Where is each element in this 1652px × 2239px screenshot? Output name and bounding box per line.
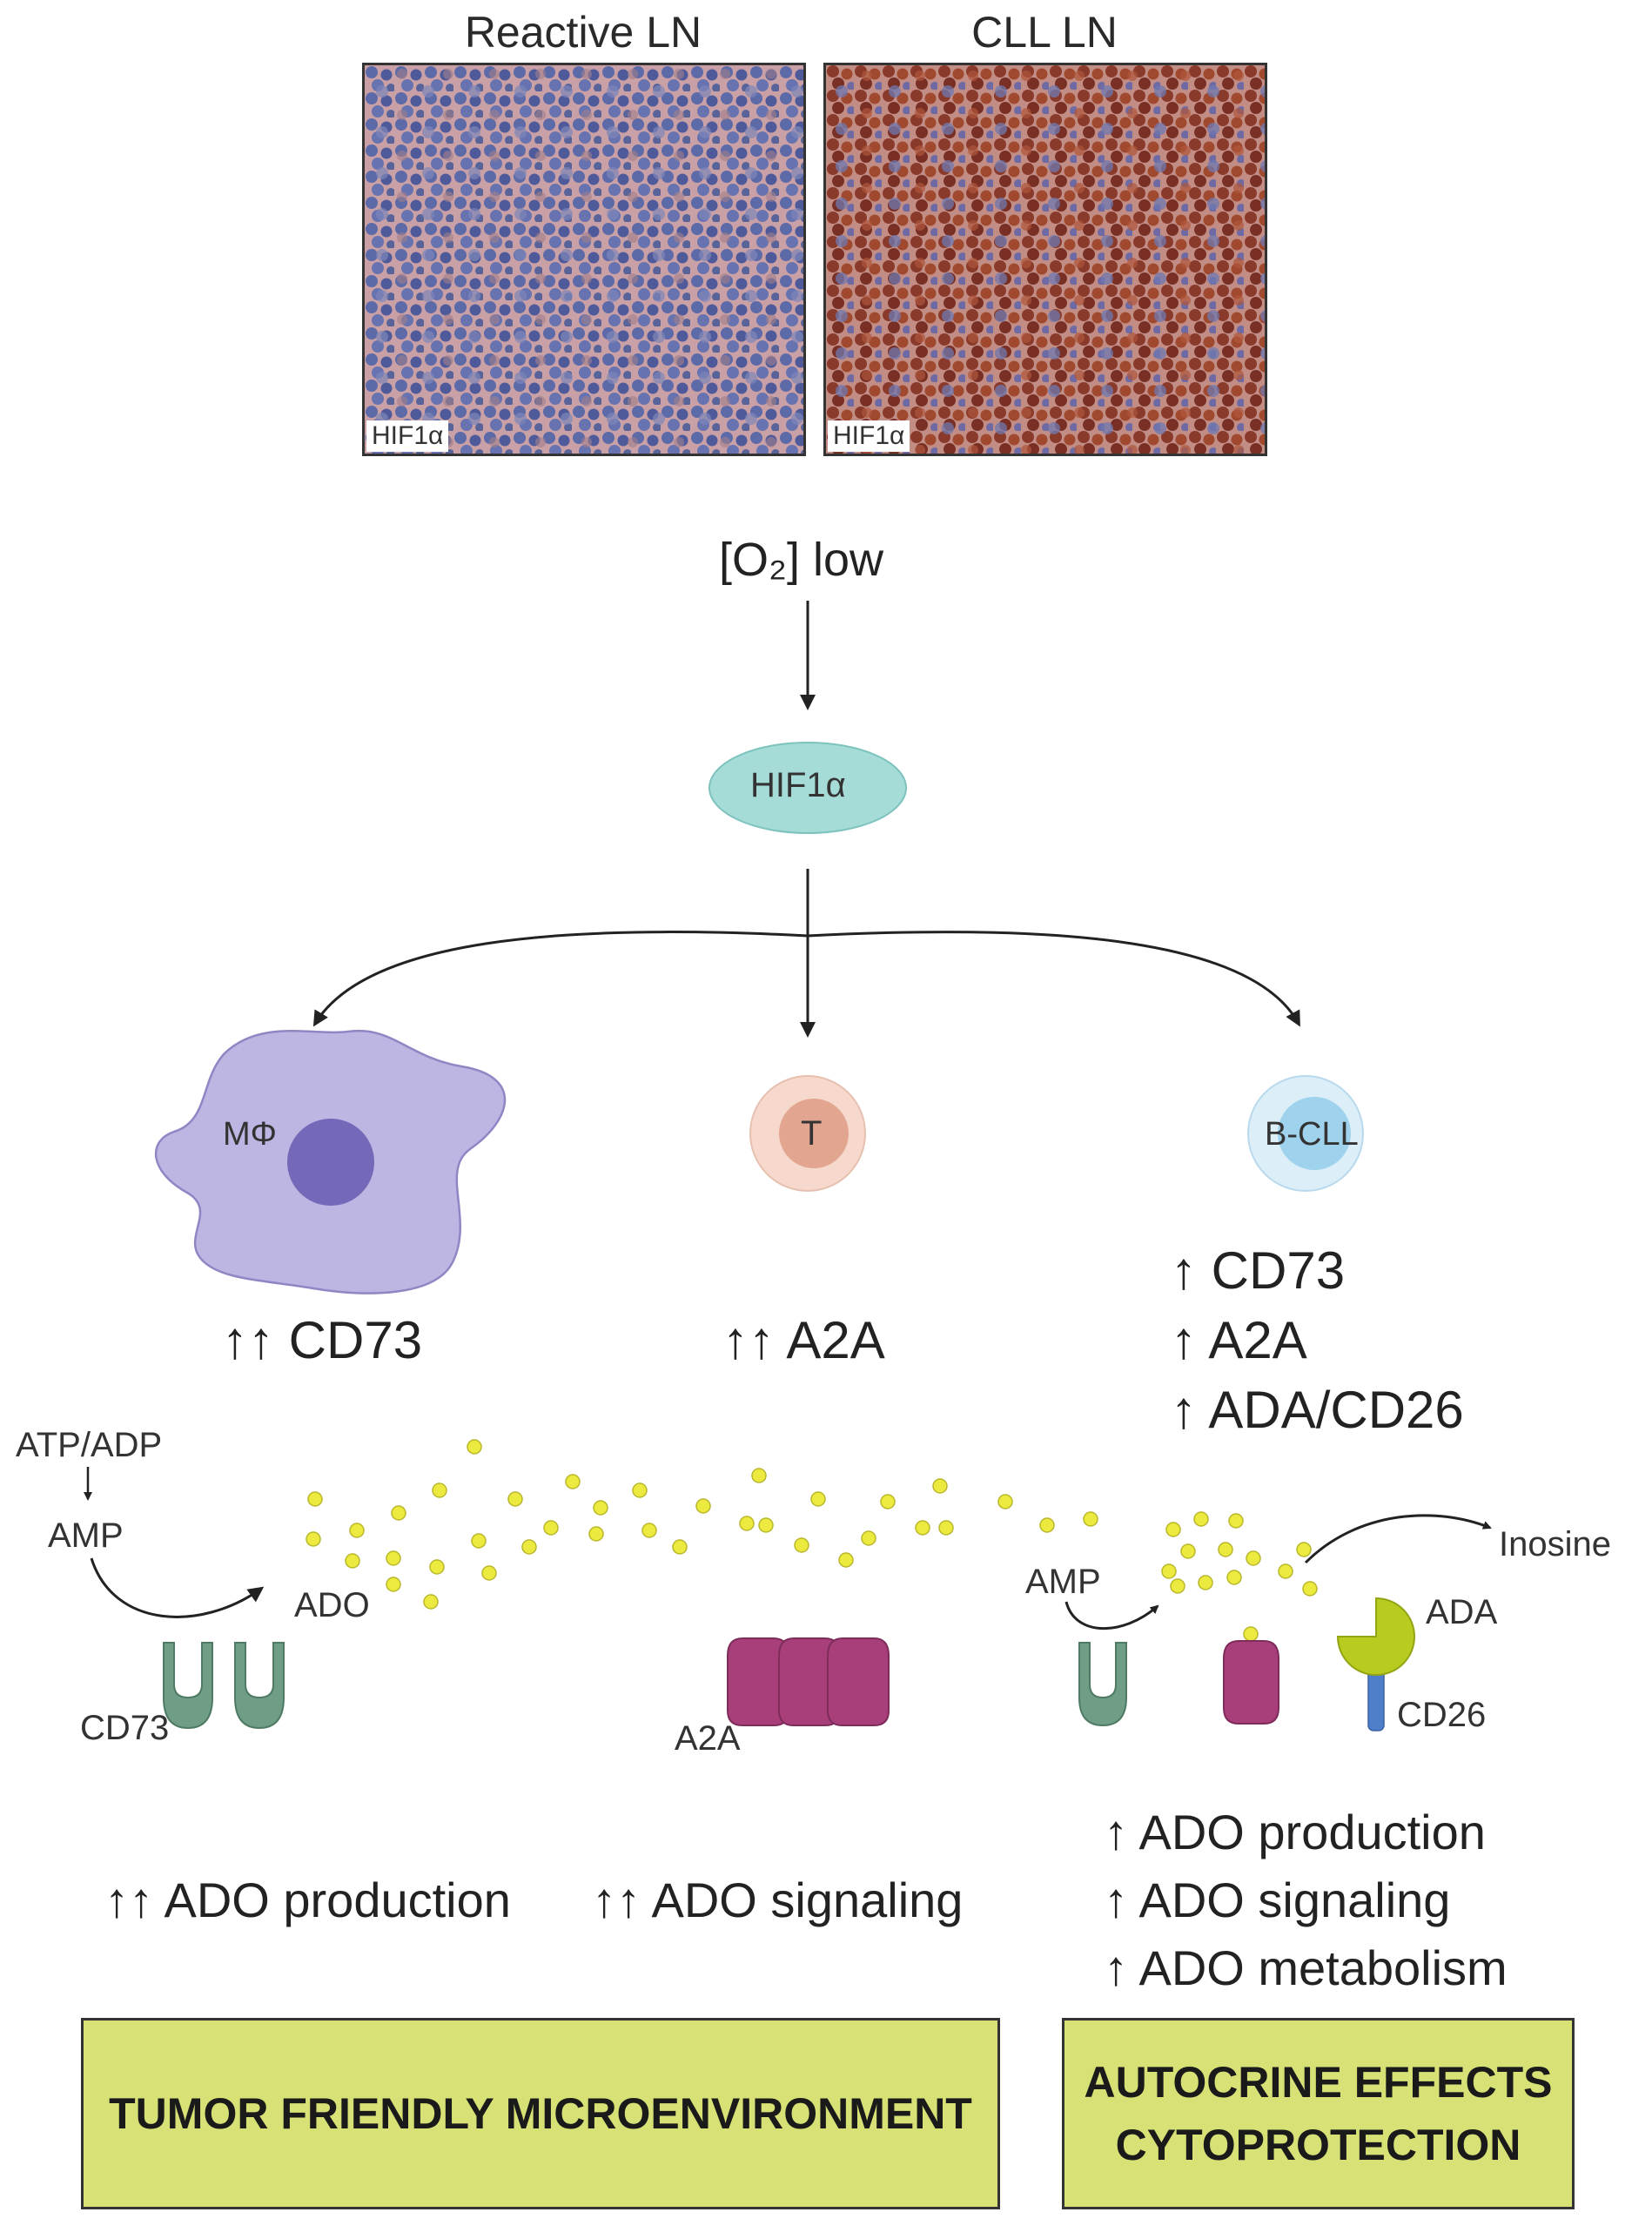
reactive-hif-label: HIF1α bbox=[366, 420, 449, 452]
ado-molecules bbox=[306, 1439, 1318, 1655]
cd73-receptor bbox=[234, 1642, 285, 1730]
bcll-effect-cd73: ↑ CD73 bbox=[1171, 1241, 1346, 1300]
hif1a-node bbox=[708, 742, 907, 834]
ado-label: ADO bbox=[294, 1586, 370, 1624]
a2a-receptor bbox=[827, 1637, 890, 1726]
arrow-ado-to-inosine bbox=[1304, 1514, 1492, 1564]
amp-left-label: AMP bbox=[48, 1516, 124, 1555]
reactive-ln-header: Reactive LN bbox=[464, 8, 702, 57]
outcome-left: ↑↑ ADO production bbox=[104, 1873, 511, 1927]
ada-pacman bbox=[1336, 1597, 1415, 1676]
macrophage-effect: ↑↑ CD73 bbox=[222, 1311, 423, 1369]
bcll-effect-ada-cd26: ↑ ADA/CD26 bbox=[1171, 1381, 1464, 1439]
arrow-amp-to-ado-right bbox=[1064, 1601, 1159, 1631]
a2a-label: A2A bbox=[675, 1719, 741, 1758]
outcome-middle: ↑↑ ADO signaling bbox=[592, 1873, 964, 1927]
ada-label: ADA bbox=[1426, 1593, 1498, 1631]
cd73-label: CD73 bbox=[80, 1709, 170, 1747]
cll-ln-header: CLL LN bbox=[971, 8, 1118, 57]
outcome-right-signaling: ↑ ADO signaling bbox=[1104, 1873, 1451, 1927]
cll-hif-label: HIF1α bbox=[828, 420, 910, 452]
reactive-ln-texture bbox=[365, 65, 803, 454]
tumor-friendly-box: TUMOR FRIENDLY MICROENVIRONMENT bbox=[81, 2018, 1000, 2209]
a2a-receptor-bcll bbox=[1223, 1640, 1279, 1725]
bcll-nucleus bbox=[1278, 1097, 1351, 1170]
outcome-right-production: ↑ ADO production bbox=[1104, 1805, 1486, 1859]
autocrine-label: AUTOCRINE EFFECTS bbox=[1084, 2057, 1553, 2107]
arrow-hif-to-macrophage bbox=[312, 931, 809, 1027]
cd26-label: CD26 bbox=[1397, 1696, 1487, 1734]
macrophage-label: MΦ bbox=[223, 1116, 277, 1153]
bcll-effect-a2a: ↑ A2A bbox=[1171, 1311, 1307, 1369]
bcll-label: B-CLL bbox=[1265, 1116, 1359, 1153]
cll-ln-micrograph: HIF1α bbox=[823, 63, 1267, 456]
tcell-effect: ↑↑ A2A bbox=[722, 1311, 885, 1369]
tcell-nucleus bbox=[779, 1099, 849, 1168]
inosine-label: Inosine bbox=[1499, 1525, 1611, 1563]
autocrine-box: AUTOCRINE EFFECTS CYTOPROTECTION bbox=[1062, 2018, 1575, 2209]
tcell-label: T bbox=[801, 1114, 823, 1153]
tumor-friendly-label: TUMOR FRIENDLY MICROENVIRONMENT bbox=[109, 2088, 972, 2138]
cd73-receptor-bcll bbox=[1078, 1642, 1127, 1727]
amp-right-label: AMP bbox=[1025, 1563, 1101, 1601]
hif1a-label: HIF1α bbox=[750, 766, 846, 804]
arrow-amp-to-ado-left bbox=[90, 1557, 265, 1618]
cytoprotection-label: CYTOPROTECTION bbox=[1115, 2121, 1521, 2169]
arrow-hif-to-bcll bbox=[807, 931, 1300, 1027]
reactive-ln-micrograph: HIF1α bbox=[362, 63, 806, 456]
oxygen-low-label: [O₂] low bbox=[719, 534, 883, 586]
macrophage-nucleus bbox=[287, 1119, 374, 1206]
outcome-right-metabolism: ↑ ADO metabolism bbox=[1104, 1940, 1508, 1995]
cd73-receptor bbox=[163, 1642, 213, 1730]
atp-adp-label: ATP/ADP bbox=[16, 1426, 163, 1464]
cll-ln-texture bbox=[826, 65, 1265, 454]
